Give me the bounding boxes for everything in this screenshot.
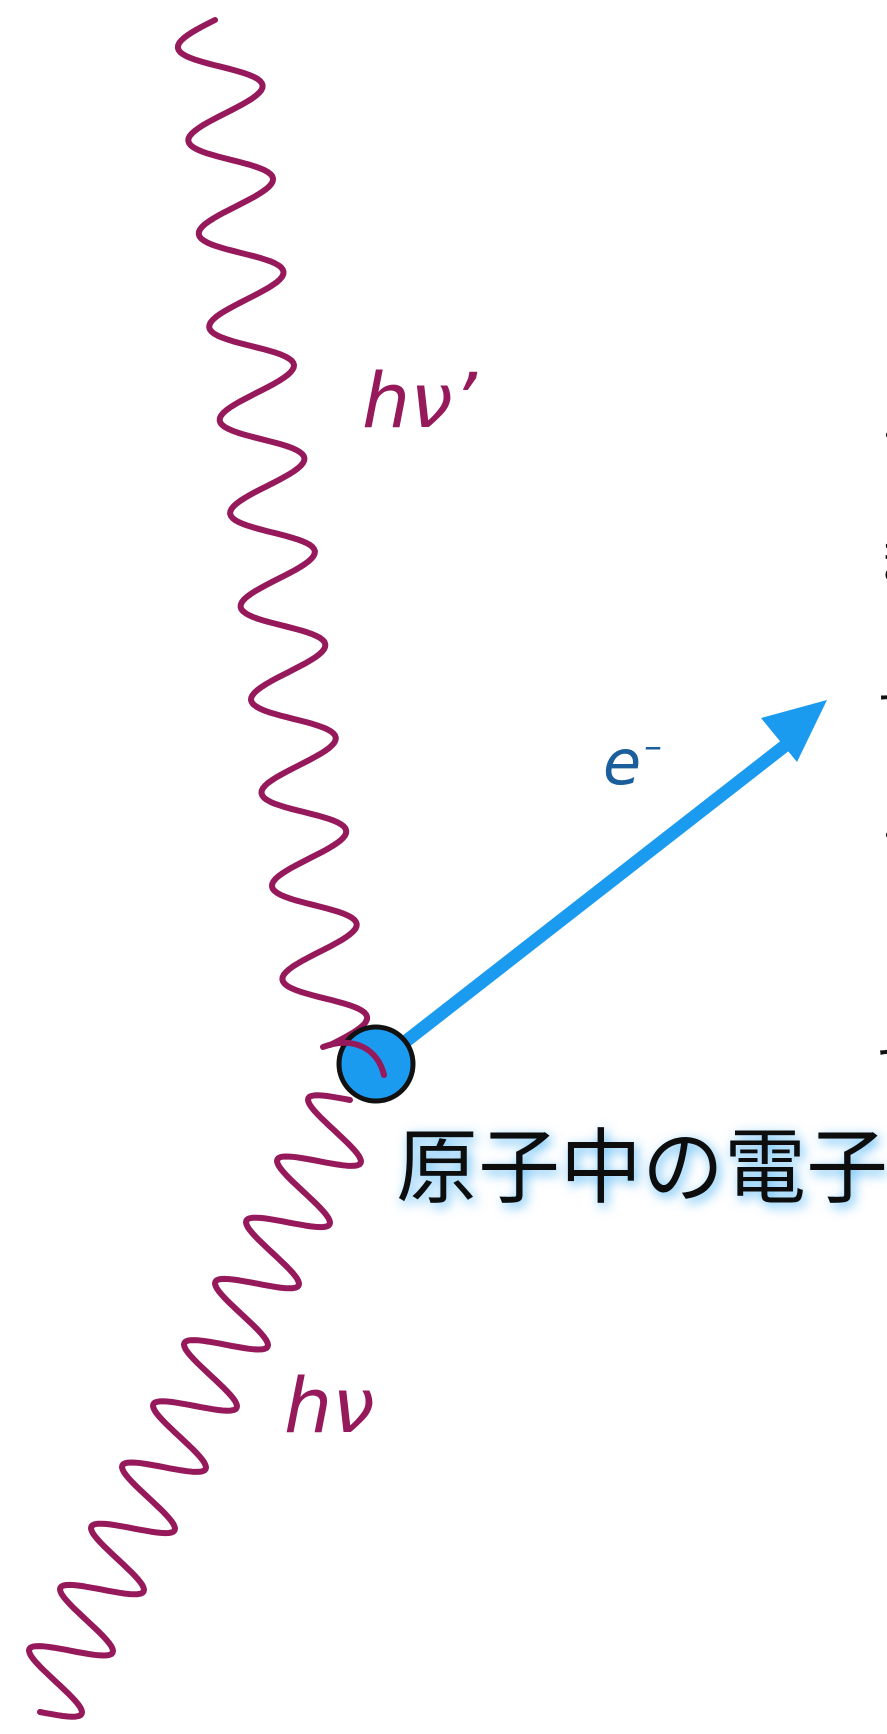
cut-glyph: ま: [876, 533, 887, 593]
cut-glyph: ぐ: [876, 408, 887, 468]
electron-label: e: [603, 726, 641, 799]
recoil-electron-arrow-head: [761, 700, 827, 762]
electron-charge-label: –: [644, 726, 662, 767]
incident-photon-wave: [26, 1092, 364, 1720]
incident-photon-label: hν: [284, 1361, 375, 1450]
cut-off-right-text: ぐ ま す ぐ で: [876, 408, 887, 1098]
photon-tail-on-dot: [320, 1039, 387, 1078]
cut-glyph: で: [876, 1038, 887, 1098]
atomic-electron-label: 原子中の電子: [396, 1121, 887, 1216]
atomic-electron-dot: [336, 1024, 416, 1104]
cut-glyph: す: [876, 683, 887, 743]
recoil-electron-arrow-shaft: [371, 727, 807, 1070]
scattered-photon-wave: [174, 17, 371, 1048]
cut-glyph: ぐ: [876, 808, 887, 868]
scattered-photon-label: hν’: [362, 356, 478, 445]
